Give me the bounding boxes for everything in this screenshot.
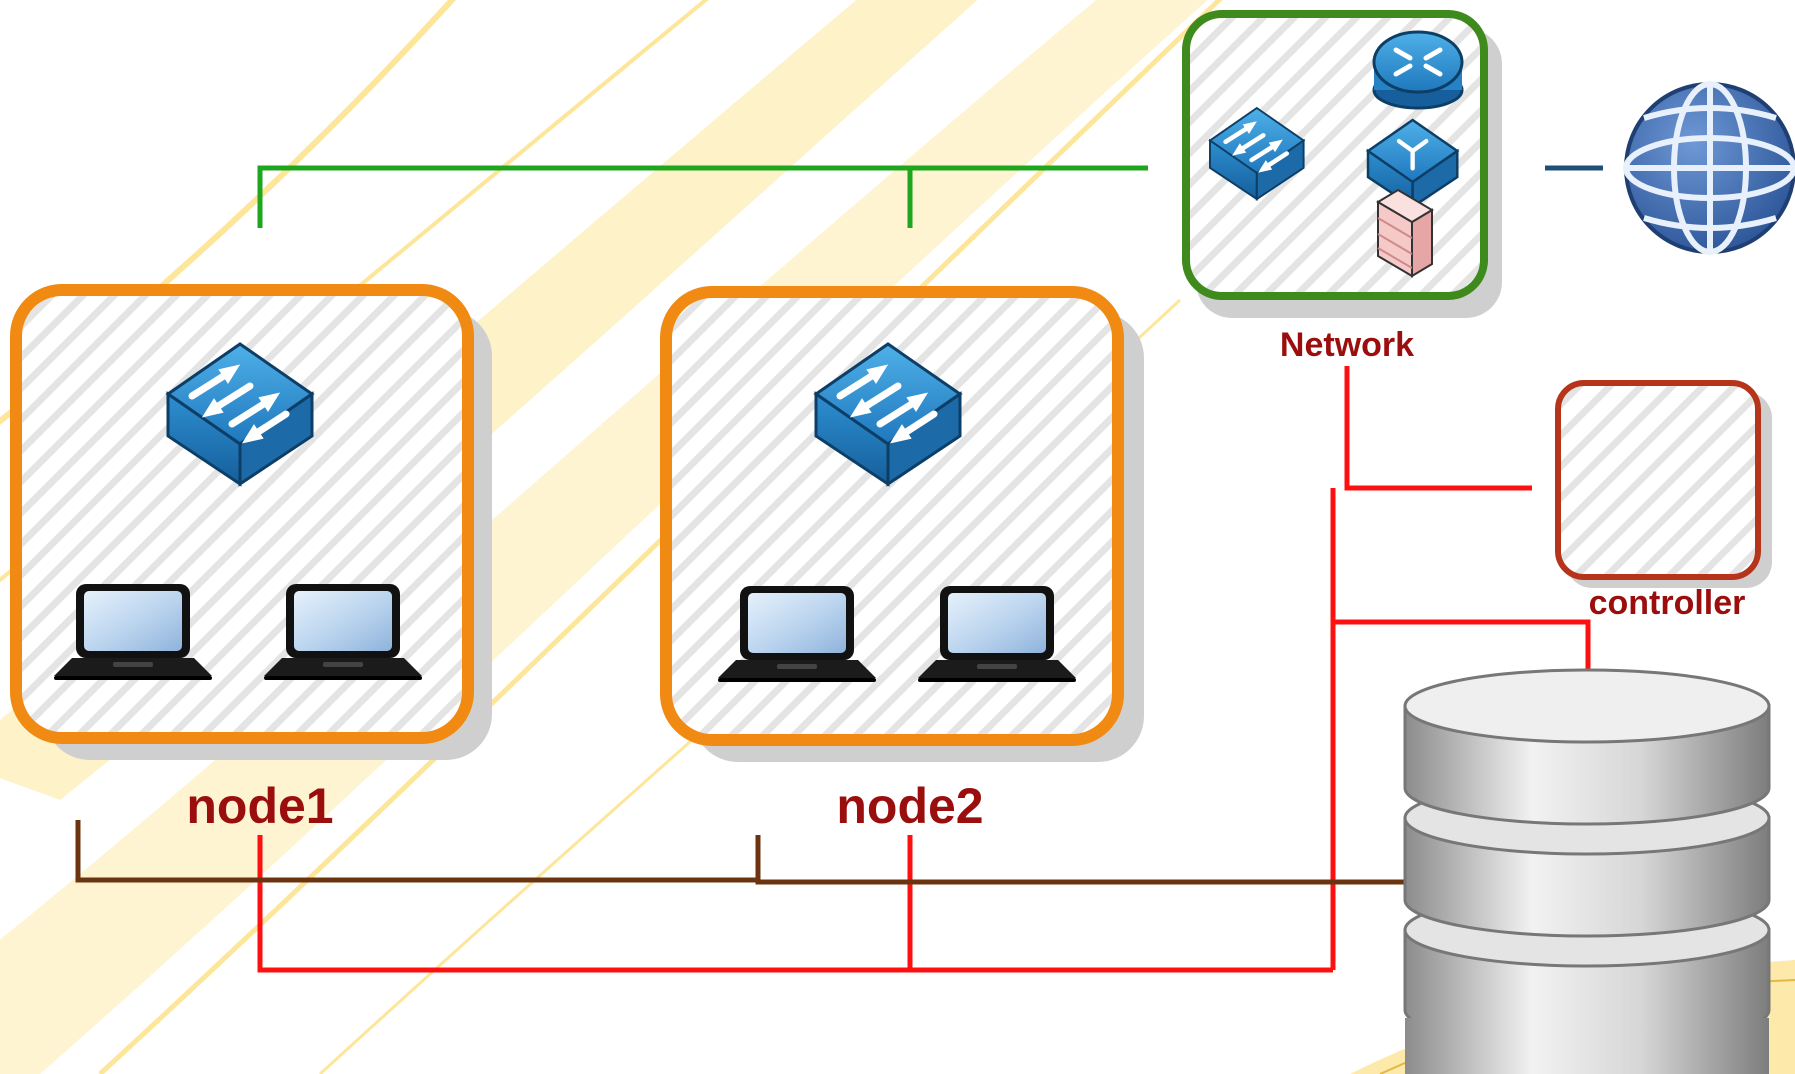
node1-box	[10, 284, 492, 760]
globe-icon	[1623, 81, 1795, 255]
brown-storage-links	[75, 820, 1405, 885]
laptop-icon	[718, 586, 876, 682]
laptop-icon	[918, 586, 1076, 682]
node2-box	[660, 286, 1144, 762]
database-icon	[1403, 668, 1771, 1074]
laptop-icon	[54, 584, 212, 680]
green-network-links	[257, 165, 1148, 228]
network-box	[1182, 10, 1502, 318]
node1-label: node1	[186, 778, 333, 834]
controller-box	[1555, 380, 1772, 588]
firewall-icon	[1376, 188, 1434, 278]
controller-label: controller	[1589, 584, 1746, 622]
laptop-icon	[264, 584, 422, 680]
node2-label: node2	[836, 778, 983, 834]
network-label: Network	[1280, 326, 1414, 364]
router-icon	[1372, 30, 1464, 110]
